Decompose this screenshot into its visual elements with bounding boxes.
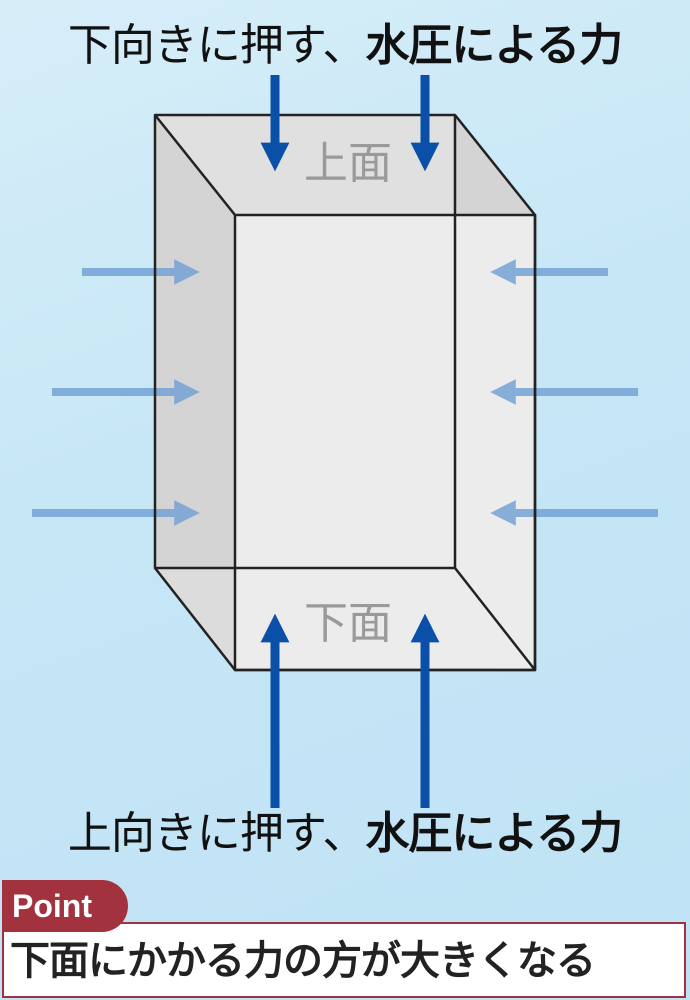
box-edges xyxy=(153,113,537,672)
left-side-arrows xyxy=(32,259,200,526)
box-front-face xyxy=(235,215,535,670)
bottom-caption-bold: 水圧による力 xyxy=(365,808,623,859)
top-caption: 下向きに押す、水圧による力 xyxy=(0,18,690,74)
top-caption-bold: 水圧による力 xyxy=(365,20,623,71)
bottom-face-label: 下面 xyxy=(304,598,392,649)
point-box: 下面にかかる力の方が大きくなる xyxy=(2,922,686,998)
bottom-caption-normal: 上向きに押す、 xyxy=(67,808,366,859)
bottom-caption: 上向きに押す、水圧による力 xyxy=(0,806,690,862)
top-caption-normal: 下向きに押す、 xyxy=(67,20,366,71)
top-face-label: 上面 xyxy=(304,138,392,189)
point-text: 下面にかかる力の方が大きくなる xyxy=(10,938,596,984)
point-tag: Point xyxy=(2,880,128,932)
box-top-face xyxy=(155,115,535,215)
right-side-arrows xyxy=(490,259,658,526)
